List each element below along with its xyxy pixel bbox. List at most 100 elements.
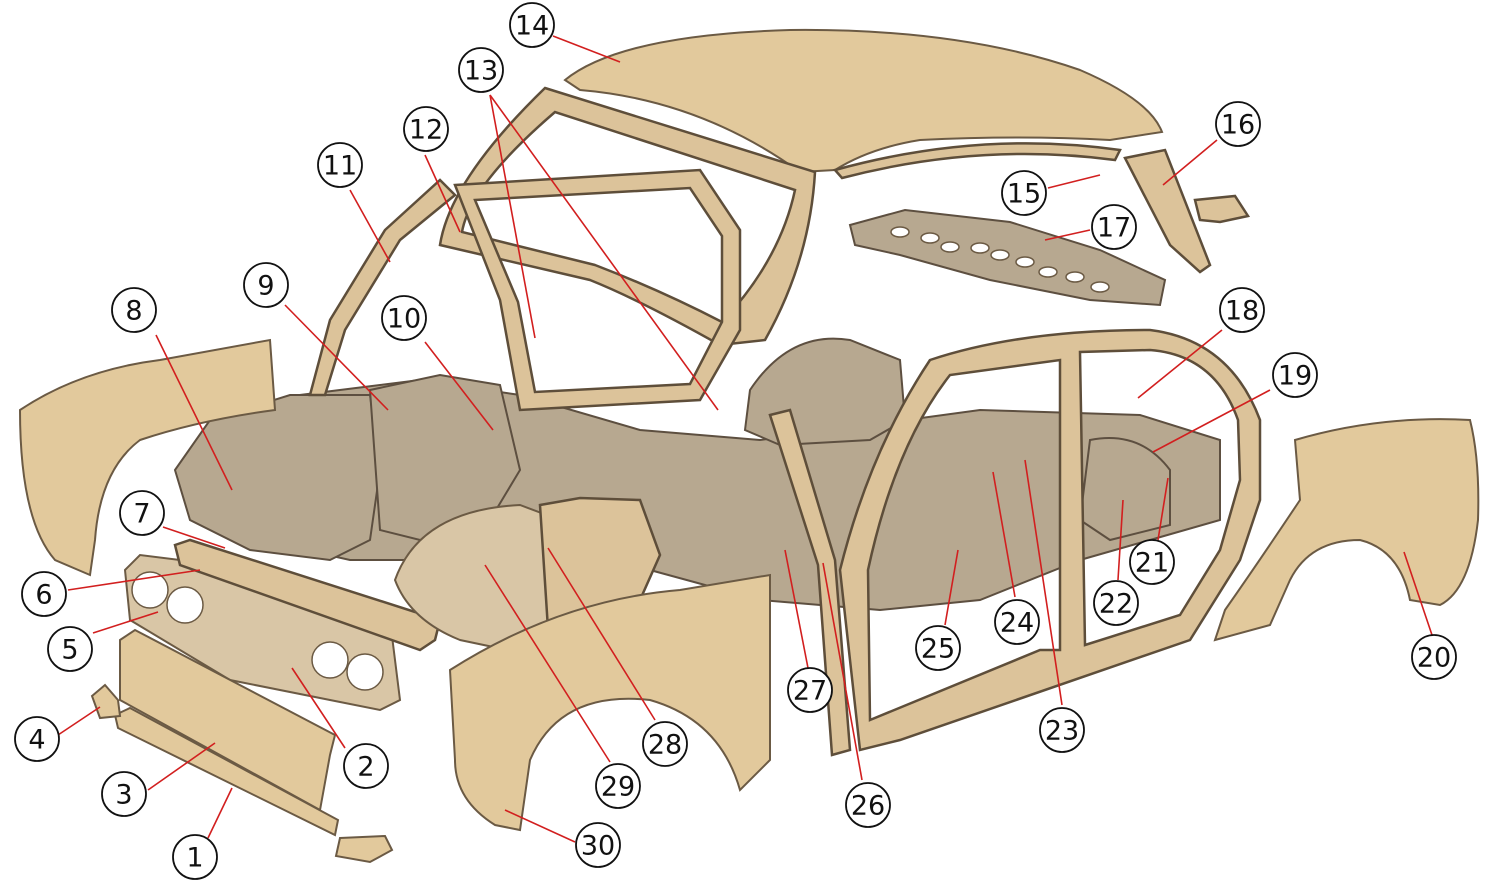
callout-16-label: 16: [1221, 110, 1255, 141]
callout-30: 30: [575, 822, 621, 868]
callouts: 1 2 3 4 5 6 7 8 9 10 11 12 13 14 15 16 1…: [14, 2, 1457, 880]
callout-15: 15: [1001, 170, 1047, 216]
callout-21-label: 21: [1135, 548, 1169, 579]
callout-29: 29: [595, 763, 641, 809]
leader-lines: [57, 35, 1433, 843]
callout-22: 22: [1093, 580, 1139, 626]
leader-6: [67, 569, 201, 591]
leader-26: [822, 562, 863, 781]
callout-25-label: 25: [921, 634, 955, 665]
door-opening-frame-front: [453, 168, 742, 412]
front-left-fender: [18, 338, 277, 577]
front-cross-member: [173, 538, 442, 652]
callout-16: 16: [1215, 101, 1261, 147]
leader-10: [424, 341, 494, 431]
callout-7: 7: [119, 490, 165, 536]
callout-7-label: 7: [133, 499, 150, 530]
roof-panel: [563, 28, 1164, 174]
callout-1-label: 1: [186, 843, 203, 874]
leader-13a: [489, 94, 536, 339]
front-right-fender: [448, 573, 771, 832]
callout-14-label: 14: [515, 11, 549, 42]
callout-3-label: 3: [115, 780, 132, 811]
leader-25: [944, 549, 959, 626]
leader-16: [1162, 139, 1218, 186]
callout-3: 3: [101, 771, 147, 817]
leader-28: [547, 547, 656, 721]
callout-8: 8: [111, 287, 157, 333]
leader-27: [784, 549, 809, 669]
leader-2: [291, 667, 346, 749]
leader-1: [207, 787, 233, 839]
callout-14: 14: [509, 2, 555, 48]
parcel-shelf-holes: [890, 226, 1110, 293]
a-pillar: [308, 178, 457, 397]
callout-20-label: 20: [1417, 643, 1451, 674]
front-mudguard-shield: [393, 503, 562, 662]
callout-11: 11: [317, 142, 363, 188]
callout-30-label: 30: [581, 831, 615, 862]
callout-17-label: 17: [1097, 213, 1131, 244]
leader-17: [1044, 229, 1091, 241]
callout-18: 18: [1219, 287, 1265, 333]
leader-22: [1117, 499, 1124, 581]
leader-29: [484, 564, 611, 763]
leader-14: [552, 35, 621, 63]
callout-4-label: 4: [28, 725, 45, 756]
rear-right-wheel-housing: [1078, 437, 1171, 542]
roof-rear-rail: [832, 142, 1122, 180]
leader-23: [1024, 459, 1063, 706]
callout-20: 20: [1411, 634, 1457, 680]
callout-5: 5: [47, 626, 93, 672]
callout-26: 26: [845, 782, 891, 828]
callout-13-label: 13: [464, 56, 498, 87]
leader-24: [992, 471, 1016, 598]
callout-6: 6: [21, 571, 67, 617]
leader-13b: [489, 94, 719, 411]
leader-15: [1047, 174, 1101, 189]
leader-30: [504, 809, 576, 843]
callout-27: 27: [787, 667, 833, 713]
callout-17: 17: [1091, 204, 1137, 250]
callout-4: 4: [14, 716, 60, 762]
callout-2: 2: [343, 743, 389, 789]
headlamp-openings: [131, 571, 384, 691]
leader-11: [349, 189, 391, 263]
callout-24-label: 24: [1000, 608, 1034, 639]
callout-10: 10: [381, 295, 427, 341]
callout-23-label: 23: [1045, 716, 1079, 747]
leader-5: [92, 611, 159, 634]
leader-7: [162, 526, 226, 549]
callout-12-label: 12: [409, 115, 443, 146]
rear-wheel-housing: [743, 337, 907, 447]
callout-19-label: 19: [1278, 361, 1312, 392]
callout-27-label: 27: [793, 676, 827, 707]
leader-9: [284, 304, 389, 411]
callout-2-label: 2: [357, 752, 374, 783]
rear-pillar: [1123, 148, 1212, 274]
leader-12: [424, 154, 461, 233]
callout-23: 23: [1039, 707, 1085, 753]
callout-10-label: 10: [387, 304, 421, 335]
callout-22-label: 22: [1099, 589, 1133, 620]
side-frame-rear: [838, 328, 1262, 752]
callout-25: 25: [915, 625, 961, 671]
callout-12: 12: [403, 106, 449, 152]
leader-18: [1137, 329, 1223, 399]
callout-9-label: 9: [257, 271, 274, 302]
callout-28-label: 28: [648, 730, 682, 761]
front-apron: [119, 628, 337, 812]
rear-right-fender: [1213, 418, 1480, 642]
leader-20: [1403, 551, 1433, 636]
callout-15-label: 15: [1007, 179, 1041, 210]
leader-21: [1157, 477, 1169, 541]
callout-29-label: 29: [601, 772, 635, 803]
windshield-frame: [438, 86, 817, 347]
leader-4: [57, 706, 101, 736]
leader-8: [155, 334, 233, 491]
callout-11-label: 11: [323, 151, 357, 182]
callout-24: 24: [994, 599, 1040, 645]
leader-3: [147, 742, 216, 791]
front-small-bracket: [90, 683, 122, 720]
